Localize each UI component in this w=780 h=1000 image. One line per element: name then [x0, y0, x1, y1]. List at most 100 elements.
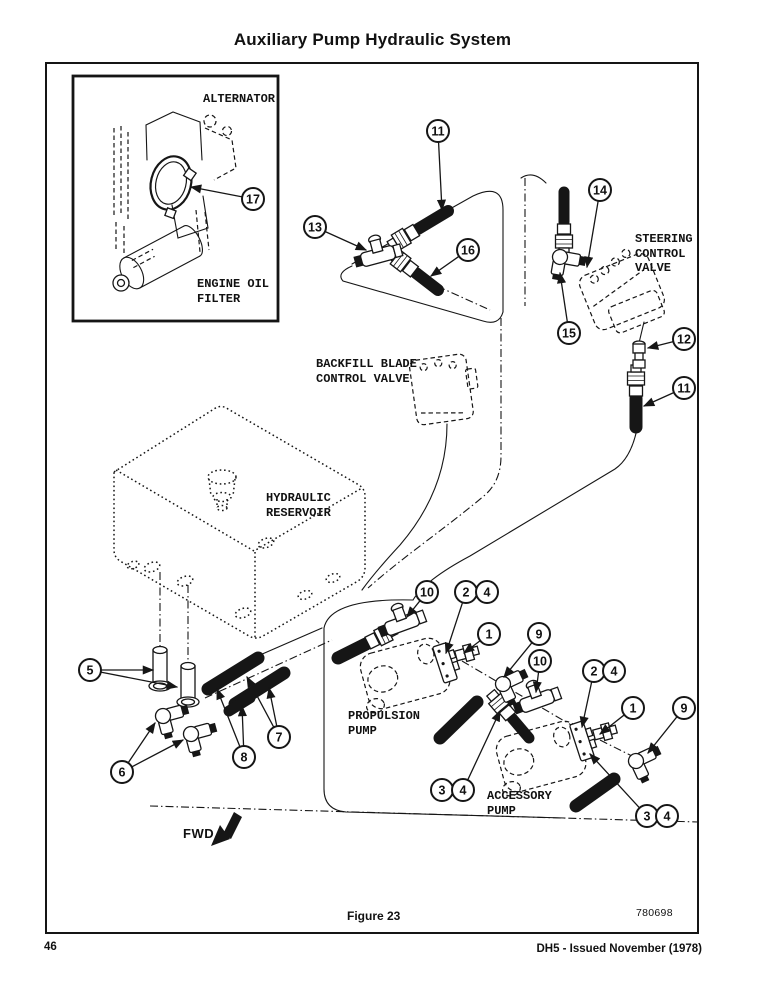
- label-accessory-pump: ACCESSORY PUMP: [487, 789, 552, 818]
- label-backfill-blade-control-valve: BACKFILL BLADE CONTROL VALVE: [316, 357, 417, 386]
- callout-number-2: 2: [591, 664, 598, 678]
- hose-3-4-propulsion: [433, 695, 484, 745]
- engine-block-lines: [113, 126, 129, 254]
- callout-circle-13: [303, 215, 327, 239]
- callout-number-10: 10: [533, 654, 547, 668]
- callout-number-17: 17: [246, 192, 260, 206]
- callout-leader-10: [406, 599, 421, 618]
- callout-number-4: 4: [611, 664, 618, 678]
- tee-fitting-10: [377, 602, 428, 638]
- callout-circle-4: [655, 804, 679, 828]
- callout-number-4: 4: [484, 585, 491, 599]
- callout-circle-10: [528, 649, 552, 673]
- callout-leader-7: [266, 686, 278, 727]
- callout-circle-4: [475, 580, 499, 604]
- connector-fitting-12: [632, 340, 646, 369]
- callout-number-1: 1: [486, 627, 493, 641]
- callout-circle-4: [602, 659, 626, 683]
- callout-number-5: 5: [87, 663, 94, 677]
- strainer-fitting-5: [176, 661, 200, 708]
- callout-leader-9: [503, 641, 533, 678]
- fwd-arrow-icon: [211, 812, 242, 846]
- callout-number-14: 14: [593, 183, 607, 197]
- callout-number-9: 9: [681, 701, 688, 715]
- label-propulsion-pump: PROPULSION PUMP: [348, 709, 421, 738]
- hose-propulsion-inlet: [331, 637, 373, 665]
- tube-backfill-down: [361, 423, 448, 591]
- callout-circle-5: [78, 658, 102, 682]
- callout-leader-8: [237, 704, 247, 747]
- hose-8-short: [223, 692, 256, 717]
- callout-number-15: 15: [562, 326, 576, 340]
- callout-circle-1: [477, 622, 501, 646]
- callout-number-4: 4: [460, 783, 467, 797]
- callout-number-2: 2: [463, 585, 470, 599]
- callout-number-12: 12: [677, 332, 691, 346]
- callout-leader-11: [642, 391, 675, 407]
- steering-port-line: [638, 321, 645, 344]
- tee-fitting-10: [512, 679, 563, 715]
- callout-circle-14: [588, 178, 612, 202]
- callout-number-6: 6: [119, 765, 126, 779]
- callout-number-10: 10: [420, 585, 434, 599]
- callout-leader-1: [599, 714, 626, 735]
- hose-16: [410, 267, 444, 296]
- callout-circle-10: [415, 580, 439, 604]
- hose-11-upper: [412, 205, 454, 235]
- figure-border: [45, 62, 699, 934]
- callout-number-3: 3: [644, 809, 651, 823]
- callout-leader-16: [430, 255, 460, 277]
- tube-hose-to-loop: [259, 627, 323, 656]
- steering-control-valve-outline: [578, 248, 665, 334]
- callout-circle-17: [241, 187, 265, 211]
- callout-leader-9: [647, 715, 678, 754]
- callout-circle-11: [672, 376, 696, 400]
- tube-u-loop: [323, 599, 566, 819]
- ring-clip: [182, 167, 198, 182]
- tube-hook: [520, 174, 547, 184]
- callout-number-11: 11: [431, 124, 444, 138]
- callout-leader-14: [584, 200, 599, 269]
- issue-note: DH5 - Issued November (1978): [536, 943, 702, 955]
- centerline-elbow9: [599, 739, 635, 758]
- pump-port-plate-2-4: [569, 720, 598, 762]
- hose-3-4-link: [506, 712, 535, 744]
- callout-number-9: 9: [536, 627, 543, 641]
- page-number: 46: [44, 941, 57, 953]
- callout-number-11: 11: [677, 381, 690, 395]
- strainer-fitting-5: [148, 645, 172, 692]
- callout-circle-1: [621, 696, 645, 720]
- callout-leader-5: [100, 671, 179, 690]
- callout-number-8: 8: [241, 750, 248, 764]
- elbow-fitting-6: [154, 704, 190, 740]
- callout-circle-15: [557, 321, 581, 345]
- centerline-pump-link: [461, 660, 579, 730]
- callout-number-4: 4: [664, 809, 671, 823]
- callout-leader-17: [189, 184, 243, 198]
- callout-number-7: 7: [276, 730, 283, 744]
- callout-leader-2: [444, 601, 464, 655]
- elbow-fitting-9: [627, 745, 662, 784]
- hose-fitting: [626, 364, 646, 397]
- callout-leader-15: [557, 271, 569, 323]
- centerline-bottom: [149, 805, 699, 823]
- label-alternator: ALTERNATOR: [203, 92, 276, 106]
- callout-leader-13: [324, 230, 368, 251]
- filler-cap: [207, 469, 237, 512]
- callout-circle-9: [527, 622, 551, 646]
- figure-caption: Figure 23: [347, 909, 401, 923]
- label-hydraulic-reservoir: HYDRAULIC RESERVOIR: [266, 491, 331, 520]
- callout-circle-7: [267, 725, 291, 749]
- hose-8-long: [201, 651, 265, 696]
- connector-fitting-1: [591, 722, 619, 742]
- pump-port-plate-2-4: [432, 642, 461, 684]
- callout-leader-1: [463, 640, 481, 654]
- alternator-seal-ring: [149, 155, 193, 211]
- callout-leader-4: [467, 709, 501, 781]
- tube-loop-bottom: [340, 265, 504, 323]
- engine-inset: [71, 74, 280, 323]
- callout-leader-12: [646, 341, 674, 350]
